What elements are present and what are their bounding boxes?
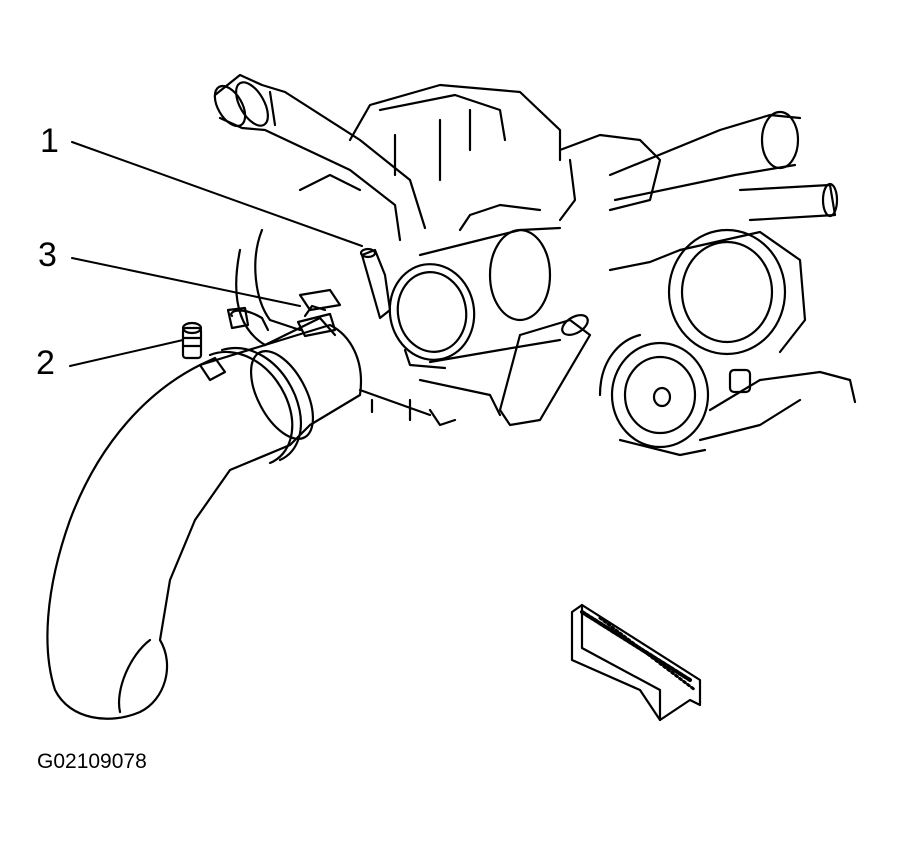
right-hose <box>560 112 837 220</box>
throttle-body <box>382 205 560 368</box>
leader-line-2 <box>70 340 183 366</box>
pulley <box>600 335 855 455</box>
leader-line-3 <box>72 258 300 306</box>
clamp-screw <box>183 323 201 358</box>
callout-3: 3 <box>38 236 57 274</box>
vacuum-fitting <box>361 249 390 318</box>
upper-coolant-pipe <box>209 75 425 240</box>
callout-2: 2 <box>36 344 55 382</box>
bypass-tube <box>500 311 591 425</box>
air-intake-duct <box>47 318 361 719</box>
leader-line-1 <box>72 142 362 246</box>
engine-block <box>228 85 560 425</box>
hose-clamp <box>200 348 301 463</box>
leader-lines <box>70 142 362 366</box>
callout-1: 1 <box>40 122 59 160</box>
alternator <box>610 230 805 354</box>
front-direction-arrow-icon <box>572 605 700 720</box>
sensor-tab <box>298 306 335 336</box>
figure-id: G02109078 <box>37 750 147 773</box>
